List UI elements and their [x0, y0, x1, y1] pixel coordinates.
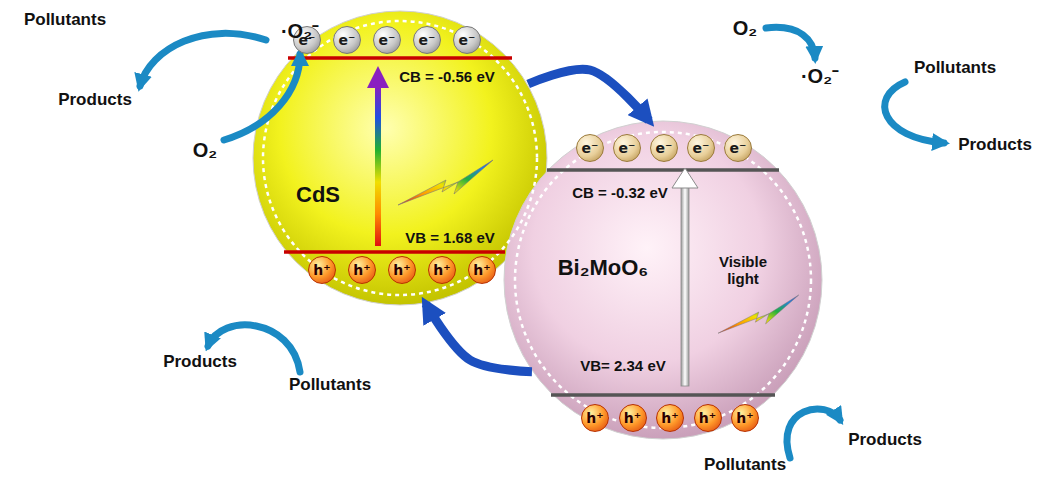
species-label: Products	[848, 430, 922, 450]
reaction-arrow	[766, 27, 815, 58]
light-bolt	[398, 160, 493, 205]
charge-carrier: e⁻	[613, 134, 641, 162]
particle-shape	[503, 120, 823, 440]
band-energy: CB = -0.56 eV	[399, 68, 494, 85]
charge-carrier: h⁺	[731, 404, 759, 432]
charge-carrier: h⁺	[388, 256, 416, 284]
charge-transfer-arrow	[426, 304, 532, 372]
charge-carrier: h⁺	[656, 404, 684, 432]
charge-transfer-arrow	[528, 69, 649, 120]
carrier-symbol: h⁺	[473, 263, 490, 277]
particle-circle	[253, 11, 547, 305]
carrier-symbol: h⁺	[661, 411, 678, 425]
charge-carrier: e⁻	[687, 134, 715, 162]
charge-carrier: e⁻	[724, 134, 752, 162]
light-bolt	[718, 295, 799, 333]
conduction-band-line	[288, 56, 512, 60]
species-label: Pollutants	[24, 10, 106, 30]
particle-circle	[504, 121, 822, 439]
carrier-symbol: h⁺	[393, 263, 410, 277]
valence-band-line	[551, 393, 775, 397]
carrier-symbol: e⁻	[379, 33, 396, 47]
material-name: CdS	[296, 182, 340, 208]
charge-carrier: e⁻	[453, 26, 481, 54]
band-energy: VB= 2.34 eV	[580, 357, 665, 374]
light-label: Visible light	[712, 253, 774, 288]
charge-carrier: h⁺	[581, 404, 609, 432]
excitation-arrowhead	[672, 168, 698, 188]
carrier-symbol: e⁻	[656, 141, 673, 155]
valence-band-line	[284, 250, 505, 254]
band-energy: VB = 1.68 eV	[405, 229, 495, 246]
excitation-arrowhead	[367, 66, 389, 88]
species-label: Products	[58, 90, 132, 110]
species-label: Products	[958, 135, 1032, 155]
charge-carrier: e⁻	[373, 26, 401, 54]
species-label: Products	[163, 352, 237, 372]
reaction-arrow	[224, 54, 300, 140]
reaction-arrow	[140, 33, 266, 86]
excitation-arrow	[681, 186, 689, 386]
carrier-symbol: h⁺	[699, 411, 716, 425]
carrier-symbol: e⁻	[582, 141, 599, 155]
semiconductor-particle: CB = -0.56 eVCdSVB = 1.68 eVe⁻e⁻e⁻e⁻e⁻h⁺…	[252, 10, 548, 306]
charge-carrier: h⁺	[308, 256, 336, 284]
reaction-arrow	[787, 409, 840, 458]
charge-carrier: h⁺	[428, 256, 456, 284]
charge-carrier: e⁻	[650, 134, 678, 162]
reaction-arrow	[885, 82, 944, 143]
charge-carrier: e⁻	[576, 134, 604, 162]
carrier-symbol: e⁻	[693, 141, 710, 155]
material-name: Bi₂MoO₆	[558, 255, 649, 281]
carrier-symbol: e⁻	[339, 33, 356, 47]
charge-carrier: h⁺	[694, 404, 722, 432]
species-label: Pollutants	[914, 58, 996, 78]
carrier-symbol: e⁻	[730, 141, 747, 155]
carrier-symbol: e⁻	[459, 33, 476, 47]
carrier-symbol: h⁺	[313, 263, 330, 277]
carrier-symbol: h⁺	[586, 411, 603, 425]
species-label: Pollutants	[704, 455, 786, 475]
band-energy: CB = -0.32 eV	[572, 184, 667, 201]
charge-carrier: h⁺	[468, 256, 496, 284]
charge-carrier: e⁻	[413, 26, 441, 54]
semiconductor-particle: CB = -0.32 eV Bi₂MoO₆ Visible lightVB= 2.3…	[503, 120, 823, 440]
excitation-arrow	[375, 86, 381, 246]
charge-carrier: h⁺	[619, 404, 647, 432]
charge-carrier: e⁻	[333, 26, 361, 54]
carrier-symbol: e⁻	[419, 33, 436, 47]
conduction-band-line	[547, 168, 779, 172]
particle-outline	[515, 132, 811, 428]
carrier-symbol: h⁺	[736, 411, 753, 425]
carrier-symbol: e⁻	[619, 141, 636, 155]
species-label: O₂	[193, 139, 217, 162]
carrier-symbol: h⁺	[624, 411, 641, 425]
species-label: ·O₂⁻	[801, 62, 839, 89]
carrier-symbol: h⁺	[433, 263, 450, 277]
carrier-symbol: h⁺	[353, 263, 370, 277]
species-label: ·O₂⁻	[281, 17, 319, 44]
particle-outline	[263, 21, 537, 295]
species-label: Pollutants	[289, 375, 371, 395]
charge-carrier: h⁺	[348, 256, 376, 284]
species-label: O₂	[733, 17, 757, 40]
